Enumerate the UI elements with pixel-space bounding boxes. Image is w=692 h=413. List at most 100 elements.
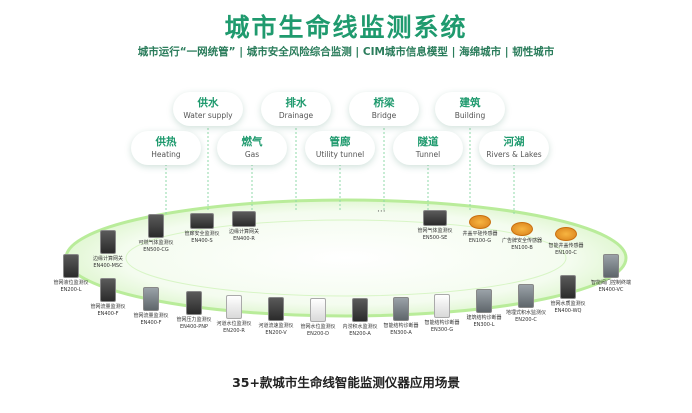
device-name: 管网压力监测仪 [176, 317, 212, 323]
tag-en: Gas [244, 150, 260, 159]
device-item: 边缘计算网关 EN400-MSC [68, 230, 148, 269]
device-model: EN200-V [265, 329, 287, 336]
waterlogging-monitor-icon [352, 298, 368, 322]
device-model: EN400-F [140, 319, 162, 326]
gas-detector-icon [148, 214, 164, 238]
tag-cn: 供水 [197, 97, 219, 109]
tag-en: Water supply [183, 111, 233, 120]
device-item: 管廊安全监测仪 EN400-S [162, 213, 242, 244]
device-name: 管网水位监测仪 [300, 324, 336, 330]
device-item: 智能阀门控制终端 EN400-VC [571, 254, 651, 293]
device-item: 河道水位监测仪 EN200-R [194, 295, 274, 334]
device-item: 管网水质监测仪 EN400-WQ [528, 275, 608, 314]
device-model: EN100-G [468, 237, 492, 244]
tag-en: Bridge [371, 111, 397, 120]
device-name: 智能井盖传感器 [548, 243, 584, 249]
device-name: 管廊安全监测仪 [184, 231, 220, 237]
connector-lines [165, 120, 515, 215]
flow-monitor-icon [100, 278, 116, 302]
device-name: 内涝积水监测仪 [342, 324, 378, 330]
tag-en: Utility tunnel [315, 150, 365, 159]
billboard-sensor-icon [511, 222, 533, 236]
valve-controller-icon [603, 254, 619, 278]
flow-monitor-icon [143, 287, 159, 311]
device-name: 管网气体监测仪 [417, 228, 453, 234]
device-item: 智能结构诊断器 EN300-G [402, 294, 482, 333]
device-item: 管网压力监测仪 EN400-PNP [154, 291, 234, 330]
device-model: EN400-WQ [554, 307, 582, 314]
tag-bridge: 桥梁 Bridge [349, 92, 419, 126]
device-name: 管网水质监测仪 [550, 301, 586, 307]
device-model: EN400-PNP [179, 323, 209, 330]
tag-en: Rivers & Lakes [486, 150, 542, 159]
tag-heating: 供热 Heating [131, 131, 201, 165]
device-item: 管网水位监测仪 EN200-D [278, 298, 358, 337]
device-model: EN100-C [555, 249, 577, 256]
device-name: 管网流量监测仪 [133, 313, 169, 319]
platform-inner-ellipse [125, 219, 567, 297]
device-model: EN500-SE [422, 234, 448, 241]
tag-cn: 建筑 [459, 97, 481, 109]
device-name: 建筑结构诊断器 [466, 315, 502, 321]
buried-water-monitor-icon [518, 284, 534, 308]
device-model: EN200-A [349, 330, 371, 337]
device-model: EN400-R [233, 235, 255, 242]
tag-cn: 管廊 [329, 136, 351, 148]
tag-en: Heating [151, 150, 181, 159]
device-item: 管网流量监测仪 EN400-F [111, 287, 191, 326]
device-model: EN500-CG [143, 246, 169, 253]
tag-utility-tunnel: 管廊 Utility tunnel [305, 131, 375, 165]
device-model: EN200-R [223, 327, 245, 334]
device-model: EN100-B [511, 244, 533, 251]
tag-rivers-lakes: 河湖 Rivers & Lakes [479, 131, 549, 165]
tag-en: Building [454, 111, 486, 120]
device-item: 边缘计算网关 EN400-R [204, 211, 284, 242]
device-model: EN400-MSC [93, 262, 123, 269]
tag-cn: 河湖 [503, 136, 525, 148]
device-item: 智能结构诊断器 EN300-A [361, 297, 441, 336]
building-diagnoser-icon [476, 289, 492, 313]
tag-tunnel: 隧道 Tunnel [393, 131, 463, 165]
device-item: 管网气体监测仪 EN500-SE [395, 210, 475, 241]
device-model: EN200-L [60, 286, 82, 293]
router-icon [232, 211, 256, 227]
tag-building: 建筑 Building [435, 92, 505, 126]
edge-gateway-icon [100, 230, 116, 254]
device-name: 河道水位监测仪 [216, 321, 252, 327]
device-name: 边缘计算网关 [228, 229, 259, 235]
tag-cn: 供热 [155, 136, 177, 148]
manhole-sensor-icon [469, 215, 491, 229]
device-model: EN200-C [515, 316, 537, 323]
device-model: EN200-D [306, 330, 330, 337]
device-item: 河道流速监测仪 EN200-V [236, 297, 316, 336]
device-model: EN300-A [390, 329, 412, 336]
device-item: 广告牌安全传感器 EN100-B [482, 222, 562, 251]
tag-water-supply: 供水 Water supply [173, 92, 243, 126]
footer-caption: 35+款城市生命线智能监测仪器应用场景 [232, 375, 460, 390]
pipe-water-level-icon [310, 298, 326, 322]
tunnel-monitor-icon [190, 213, 214, 229]
device-item: 智能井盖传感器 EN100-C [526, 227, 606, 256]
device-name: 边缘计算网关 [92, 256, 123, 262]
device-item: 管网流量监测仪 EN400-F [68, 278, 148, 317]
river-level-icon [226, 295, 242, 319]
device-name: 智能结构诊断器 [383, 323, 419, 329]
page-title: 城市生命线监测系统 [224, 13, 468, 42]
tag-cn: 隧道 [417, 136, 439, 148]
device-name: 管网流量监测仪 [90, 304, 126, 310]
more-ellipsis: ··· [377, 207, 386, 217]
structure-diagnoser-icon [434, 294, 450, 318]
device-item: 内涝积水监测仪 EN200-A [320, 298, 400, 337]
device-item: 建筑结构诊断器 EN300-L [444, 289, 524, 328]
tag-en: Drainage [278, 111, 314, 120]
device-name: 河道流速监测仪 [258, 323, 294, 329]
device-name: 可燃气体监测仪 [138, 240, 174, 246]
river-velocity-icon [268, 297, 284, 321]
device-item: 可燃气体监测仪 EN500-CG [116, 214, 196, 253]
device-name: 井盖平硅传感器 [462, 231, 498, 237]
tag-drainage: 排水 Drainage [261, 92, 331, 126]
tag-cn: 排水 [285, 97, 307, 109]
structure-diagnoser-icon [393, 297, 409, 321]
device-model: EN400-VC [598, 286, 624, 293]
